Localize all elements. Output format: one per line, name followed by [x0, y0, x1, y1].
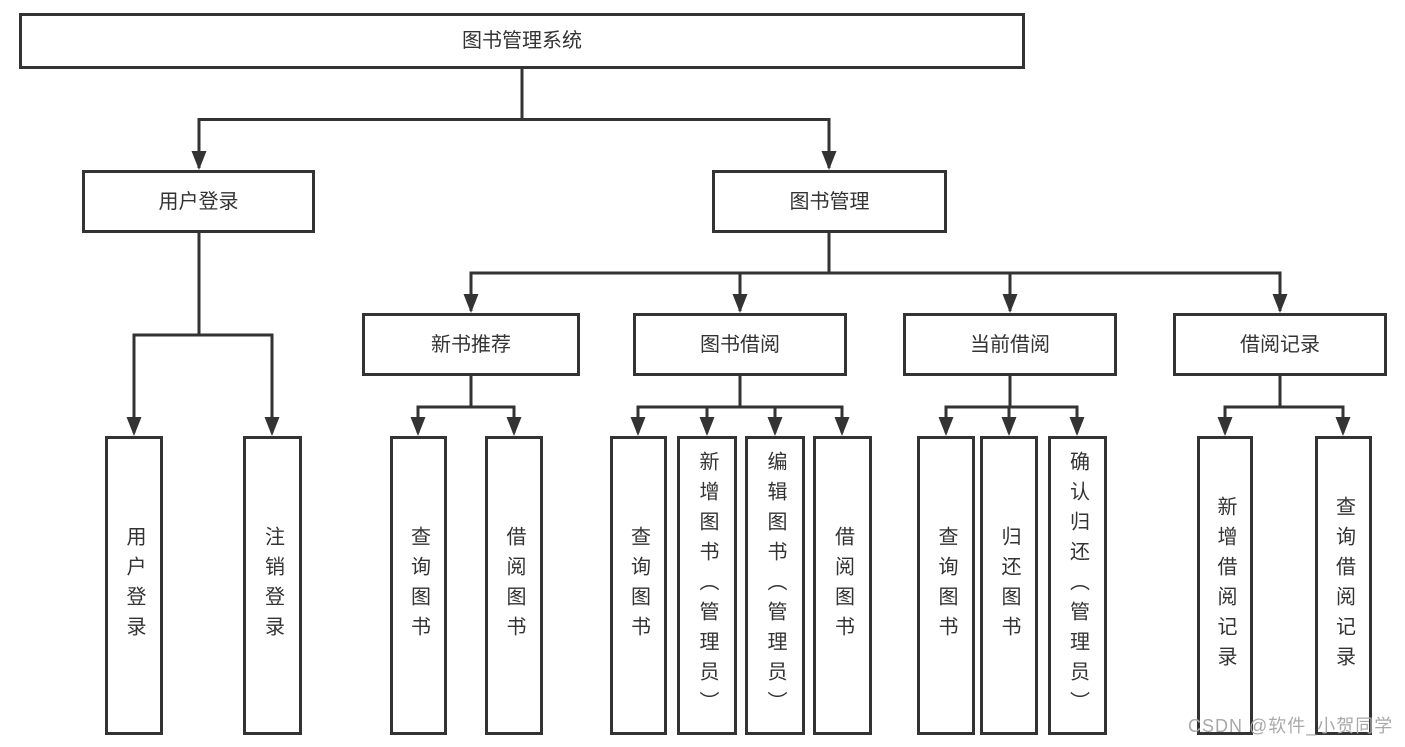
- arrowhead-icon: [463, 294, 479, 313]
- arrowhead-icon: [938, 417, 954, 436]
- leaf-borrow-books-recommend: 借阅图书: [485, 436, 543, 735]
- node-book-borrow: 图书借阅: [633, 313, 847, 376]
- arrowheads: [126, 151, 1351, 436]
- arrowhead-icon: [699, 417, 715, 436]
- arrowhead-icon: [821, 151, 837, 170]
- arrowhead-icon: [506, 417, 522, 436]
- leaf-logout: 注销登录: [243, 436, 302, 735]
- leaf-query-borrow-record: 查询借阅记录: [1315, 436, 1372, 735]
- node-root-library-system: 图书管理系统: [19, 13, 1025, 69]
- arrowhead-icon: [630, 417, 646, 436]
- connector-borrow-records-group: [1223, 376, 1345, 433]
- arrowhead-icon: [732, 294, 748, 313]
- leaf-query-books-current: 查询图书: [917, 436, 975, 735]
- arrowhead-icon: [191, 151, 207, 170]
- arrowhead-icon: [834, 417, 850, 436]
- arrowhead-icon: [264, 417, 280, 436]
- leaf-add-borrow-record: 新增借阅记录: [1197, 436, 1253, 735]
- leaf-borrow-books: 借阅图书: [813, 436, 872, 735]
- leaf-query-books-borrow: 查询图书: [610, 436, 667, 735]
- arrowhead-icon: [1335, 417, 1351, 436]
- node-book-management: 图书管理: [712, 170, 947, 233]
- leaf-return-books: 归还图书: [980, 436, 1038, 735]
- arrowhead-icon: [1069, 417, 1085, 436]
- connector-root-to-level2: [197, 118, 831, 168]
- csdn-watermark: CSDN @软件_小贺同学: [1188, 716, 1394, 736]
- leaf-query-books-recommend: 查询图书: [390, 436, 447, 735]
- arrowhead-icon: [1272, 294, 1288, 313]
- node-current-borrow: 当前借阅: [903, 313, 1117, 376]
- arrowhead-icon: [410, 417, 426, 436]
- connector-user-login-group: [132, 233, 274, 433]
- arrowhead-icon: [1002, 294, 1018, 313]
- connector-book-borrow-group: [636, 376, 844, 433]
- leaf-add-books-admin: 新增图书（管理员）: [677, 436, 737, 735]
- leaf-confirm-return-admin: 确认归还（管理员）: [1048, 436, 1107, 735]
- connector-paths: [132, 69, 1345, 433]
- leaf-edit-books-admin: 编辑图书（管理员）: [745, 436, 805, 735]
- arrowhead-icon: [1217, 417, 1233, 436]
- arrowhead-icon: [126, 417, 142, 436]
- connector-book-management-group: [469, 233, 1282, 311]
- node-user-login: 用户登录: [82, 170, 315, 233]
- node-borrow-records: 借阅记录: [1173, 313, 1387, 376]
- arrowhead-icon: [767, 417, 783, 436]
- connector-new-books-group: [416, 376, 516, 433]
- node-new-book-recommend: 新书推荐: [362, 313, 580, 376]
- arrowhead-icon: [1001, 417, 1017, 436]
- leaf-user-login: 用户登录: [105, 436, 163, 735]
